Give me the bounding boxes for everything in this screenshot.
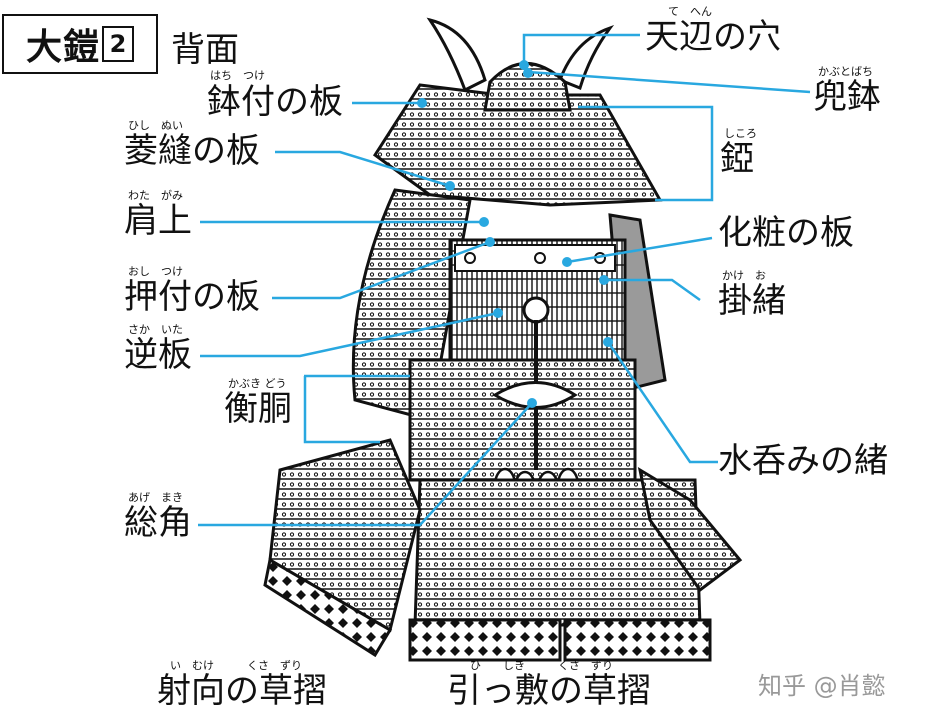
kabuki-dou-shape: [408, 358, 637, 482]
ruby-sakaita: さか いた: [128, 323, 183, 336]
label-shikoro: 錏: [720, 139, 754, 179]
subtitle: 背面: [171, 30, 239, 70]
ruby-agemaki: あげ まき: [128, 491, 183, 504]
agemaki-knot: [492, 381, 578, 409]
ruby-imuke: い むけ くさ ずり: [170, 659, 302, 672]
label-imuke: 射向の草摺: [157, 671, 327, 711]
ruby-hikishiki: ひ しき くさ ずり: [470, 659, 613, 672]
label-oshitsuke: 押付の板: [124, 277, 260, 317]
ruby-shikoro: しころ: [724, 127, 757, 140]
label-kakeo: 掛緒: [718, 281, 786, 321]
title-box: 大鎧 2: [2, 14, 158, 74]
imuke-skirt: [268, 438, 422, 633]
label-agemaki: 総角: [124, 503, 192, 543]
label-hikishiki: 引っ敷の草摺: [447, 671, 651, 711]
label-kabutobachi: 兜鉢: [813, 77, 881, 117]
horn-left: [426, 17, 487, 93]
ruby-kabutobachi: かぶとばち: [818, 65, 873, 78]
title-main: 大鎧: [25, 27, 100, 68]
left-sleeve: [351, 188, 472, 422]
ruby-kabukidou: かぶき どう: [228, 377, 287, 390]
ruby-watagami: わた がみ: [128, 189, 183, 202]
shikoro-shape: [372, 83, 663, 207]
label-hachitsuke: 鉢付の板: [207, 82, 343, 122]
helmet-bowl: [483, 62, 572, 112]
label-kabukidou: 衡胴: [224, 389, 292, 429]
ruby-tenpen: て へん: [668, 5, 712, 18]
ruby-oshitsuke: おし つけ: [128, 265, 183, 278]
ruby-hachitsuke: はち つけ: [210, 69, 265, 82]
label-tenpen: 天辺の穴: [645, 17, 781, 57]
label-keshou: 化粧の板: [718, 213, 854, 253]
title-number: 2: [102, 26, 134, 62]
ruby-hishinui: ひし ぬい: [128, 119, 183, 132]
label-mizunomi: 水呑みの緒: [718, 441, 888, 481]
callout-dots: [417, 60, 613, 408]
ruby-kakeo: かけ お: [722, 269, 766, 282]
watermark: 知乎 @肖懿: [758, 672, 886, 700]
callout-lines: [198, 33, 811, 527]
label-sakaita: 逆板: [124, 335, 192, 375]
horn-right: [558, 25, 615, 90]
label-hishinui: 菱縫の板: [124, 131, 260, 171]
label-watagami: 肩上: [124, 201, 192, 241]
